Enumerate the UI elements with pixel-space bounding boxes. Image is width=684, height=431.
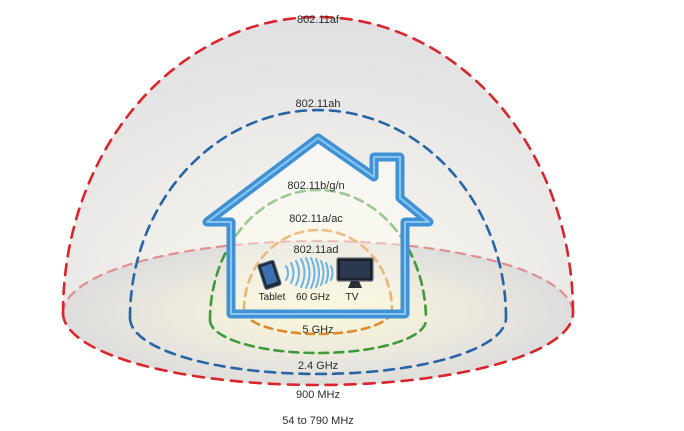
range-ah-front-arc	[128, 316, 508, 376]
tv-device	[336, 257, 374, 288]
house-highlight	[206, 137, 430, 315]
tablet-device	[257, 259, 282, 290]
range-ah-dome-arc	[128, 108, 508, 320]
label-60ghz: 60 GHz	[296, 292, 330, 303]
label-5ghz: 5 GHz	[302, 324, 333, 336]
label-802-11ad: 802.11ad	[293, 244, 338, 256]
label-tablet: Tablet	[259, 292, 286, 303]
range-a-ac-front-arc	[242, 308, 394, 336]
label-2-4ghz: 2.4 GHz	[298, 360, 338, 372]
range-bgn-front-arc	[208, 318, 428, 355]
signal-waves	[285, 257, 334, 289]
label-tv: TV	[346, 292, 359, 303]
label-802-11ah: 802.11ah	[295, 98, 340, 110]
label-802-11bgn: 802.11b/g/n	[287, 180, 344, 192]
range-af-front-arc	[61, 311, 575, 387]
label-802-11a-ac: 802.11a/ac	[289, 213, 343, 225]
label-802-11af: 802.11af	[297, 14, 340, 26]
range-af-dome-arc	[61, 15, 575, 315]
label-54-790mhz: 54 to 790 MHz	[282, 415, 354, 427]
label-900mhz: 900 MHz	[296, 389, 340, 401]
range-ah	[128, 108, 508, 376]
